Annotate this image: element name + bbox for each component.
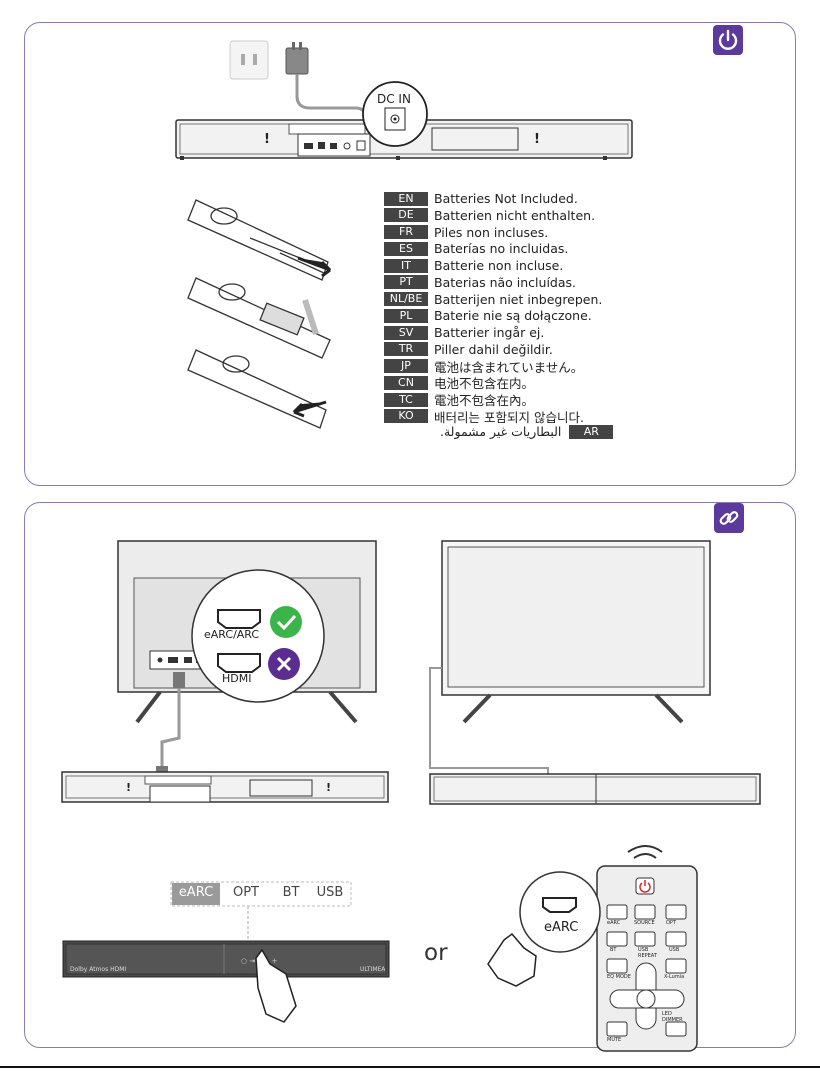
hdmi-port-icon <box>542 897 577 913</box>
language-row-tr: TR Piller dahil değildir. <box>384 341 553 358</box>
language-code: DE <box>384 208 428 223</box>
language-code: KO <box>384 409 428 424</box>
svg-text:!: ! <box>326 781 331 794</box>
language-row-sv: SV Batterier ingår ej. <box>384 324 544 341</box>
language-code: EN <box>384 191 428 206</box>
language-code: JP <box>384 359 428 373</box>
language-text: Batterie non incluse. <box>434 258 564 273</box>
language-row-fr: FR Piles non incluses. <box>384 224 548 241</box>
language-row-tc: TC 電池不包含在內。 <box>384 391 534 408</box>
language-row-pt: PT Baterias não incluídas. <box>384 274 576 291</box>
remote-label-repeat-icon: USB REPEAT <box>638 947 657 959</box>
language-text: البطاريات غير مشمولة. <box>440 424 562 439</box>
language-row-jp: JP 電池は含まれていません。 <box>384 358 583 375</box>
language-code: CN <box>384 375 428 390</box>
language-row-nl-be: NL/BE Batterijen niet inbegrepen. <box>384 291 602 308</box>
language-row-ar: البطاريات غير مشمولة. AR <box>440 424 614 439</box>
soundbar-rear-icon: ! ! <box>61 771 389 803</box>
power-illustration: ! ! <box>175 40 633 429</box>
hdmi-port-icon <box>217 609 261 673</box>
language-text: Baterías no incluidas. <box>434 241 569 257</box>
arrow-close-icon <box>292 400 327 418</box>
language-code: IT <box>384 258 428 273</box>
remote-label-x-icon: X-Lumia <box>664 974 685 980</box>
language-text: 電池不包含在內。 <box>434 393 535 408</box>
language-code: FR <box>384 225 428 239</box>
language-code: TR <box>384 342 428 357</box>
language-text: Baterias não incluídas. <box>434 274 577 290</box>
soundbar-front-icon <box>429 773 761 805</box>
language-text: Batterier ingår ej. <box>434 325 545 340</box>
soundbar-logos: Dolby Atmos HDMI <box>70 966 127 973</box>
dc-in-label: DC IN <box>377 92 411 106</box>
page-bottom-rule <box>0 1066 820 1068</box>
link-icon <box>714 503 744 533</box>
language-code: TC <box>384 392 428 407</box>
wall-outlet-icon <box>229 40 269 80</box>
hdmi-label: HDMI <box>222 672 252 685</box>
remote-label-eq-icon: EQ MODE <box>607 974 631 980</box>
arrow-open-icon <box>297 256 332 278</box>
language-code: PT <box>384 275 428 290</box>
language-text: 電池は含まれていません。 <box>434 359 584 375</box>
language-text: Piller dahil değildir. <box>434 341 553 357</box>
language-text: 배터리는 포함되지 않습니다. <box>434 409 584 425</box>
source-option-opt: OPT <box>232 885 259 900</box>
source-selector: eARC OPT BT USB <box>172 885 350 900</box>
remote-label-source-icon: SOURCE <box>634 920 655 926</box>
language-row-en: EN Batteries Not Included. <box>384 190 578 207</box>
language-text: Batterijen niet inbegrepen. <box>434 291 603 307</box>
remote-label-bulb-icon: LED DIMMER <box>662 1011 683 1023</box>
language-row-cn: CN 电池不包含在内。 <box>384 374 534 391</box>
remote-label-usb-icon: USB <box>669 947 680 953</box>
connection-panel <box>24 502 796 1048</box>
svg-text:!: ! <box>264 132 270 147</box>
remote-label-hdmi-icon: eARC <box>607 920 621 926</box>
source-option-bt: BT <box>282 885 300 900</box>
language-row-es: ES Baterías no incluidas. <box>384 240 568 257</box>
tv-front-icon <box>441 540 711 724</box>
language-code: ES <box>384 241 428 256</box>
language-text: Piles non incluses. <box>434 224 549 240</box>
language-code: NL/BE <box>384 292 428 306</box>
language-text: Batteries Not Included. <box>434 191 578 206</box>
language-text: 电池不包含在内。 <box>434 376 535 392</box>
remote-label-optical-icon: OPT <box>666 920 677 926</box>
language-row-it: IT Batterie non incluse. <box>384 257 563 274</box>
language-row-ko: KO 배터리는 포함되지 않습니다. <box>384 408 584 425</box>
language-row-de: DE Batterien nicht enthalten. <box>384 207 595 224</box>
or-label: or <box>424 940 448 966</box>
remote-control-icon <box>596 845 698 1052</box>
language-code: PL <box>384 308 428 323</box>
remote-battery-illustration <box>187 199 331 429</box>
svg-text:!: ! <box>126 781 131 794</box>
hand-press-icon <box>255 948 297 1023</box>
check-icon <box>270 606 302 638</box>
earc-arc-label: eARC/ARC <box>204 628 260 641</box>
remote-label-bluetooth-icon: BT <box>610 947 617 953</box>
soundbar-brand: ULTIMEA <box>360 966 386 973</box>
language-row-pl: PL Baterie nie są dołączone. <box>384 307 592 324</box>
hand-press-icon <box>487 932 537 987</box>
source-option-earc: eARC <box>178 885 214 900</box>
remote-earc-label: eARC <box>544 920 579 935</box>
language-code: SV <box>384 325 428 340</box>
language-text: Batterien nicht enthalten. <box>434 207 596 223</box>
power-icon <box>713 25 743 55</box>
language-code: AR <box>569 424 614 439</box>
language-text: Baterie nie są dołączone. <box>434 308 592 324</box>
remote-label-mute-icon: MUTE <box>607 1037 622 1043</box>
power-setup-panel <box>24 22 796 486</box>
svg-text:!: ! <box>534 132 540 147</box>
source-option-usb: USB <box>316 885 344 900</box>
